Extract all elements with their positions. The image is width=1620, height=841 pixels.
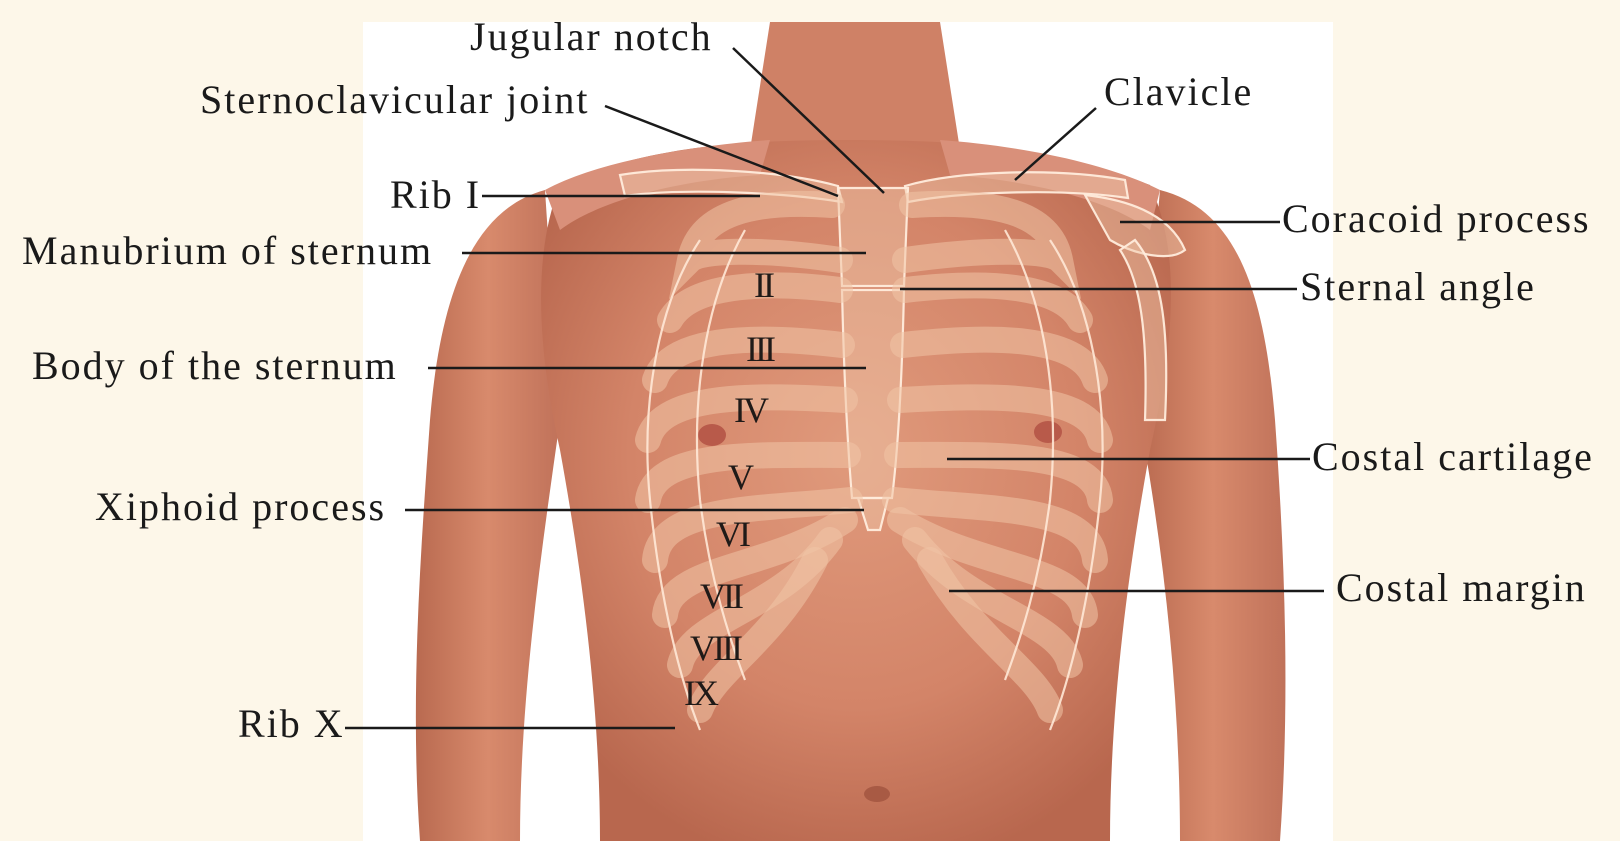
rib-number-ix: IX bbox=[684, 673, 719, 713]
rib-number-iv: IV bbox=[734, 390, 769, 430]
label-clavicle: Clavicle bbox=[1104, 69, 1253, 114]
label-sternoclavicular-joint: Sternoclavicular joint bbox=[200, 77, 589, 122]
label-rib-i: Rib I bbox=[390, 172, 481, 217]
label-xiphoid-process: Xiphoid process bbox=[95, 484, 386, 529]
label-costal-margin: Costal margin bbox=[1336, 565, 1587, 610]
rib-number-ii: II bbox=[754, 265, 774, 305]
label-body-of-the-sternum: Body of the sternum bbox=[32, 343, 398, 388]
label-costal-cartilage: Costal cartilage bbox=[1312, 434, 1594, 479]
label-coracoid-process: Coracoid process bbox=[1282, 196, 1591, 241]
rib-number-viii: VIII bbox=[690, 628, 742, 668]
rib-number-vi: VI bbox=[716, 514, 750, 554]
rib-number-vii: VII bbox=[700, 576, 743, 616]
label-sternal-angle: Sternal angle bbox=[1300, 264, 1536, 309]
rib-number-iii: III bbox=[746, 329, 775, 369]
label-rib-x: Rib X bbox=[238, 701, 345, 746]
rib-number-v: V bbox=[728, 457, 754, 497]
label-manubrium-of-sternum: Manubrium of sternum bbox=[22, 228, 433, 273]
label-jugular-notch: Jugular notch bbox=[470, 14, 713, 59]
